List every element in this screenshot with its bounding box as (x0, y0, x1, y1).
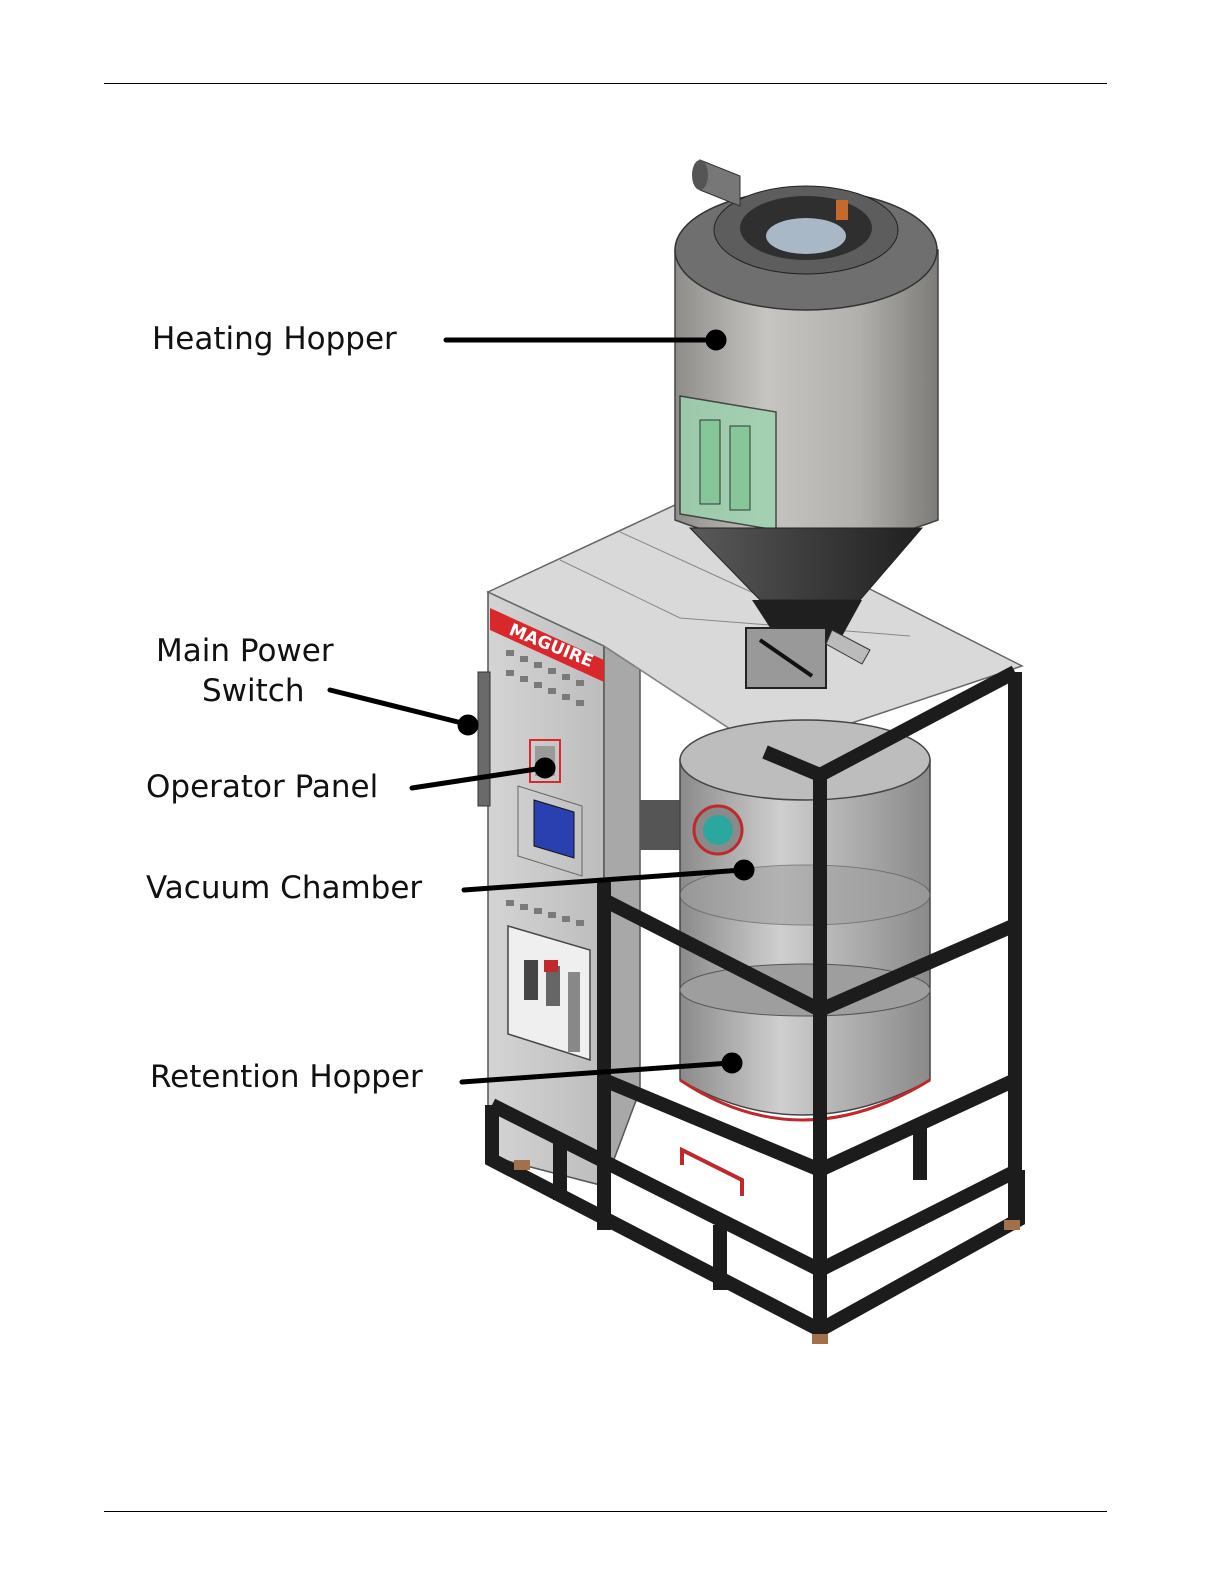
label-heating-hopper: Heating Hopper (152, 322, 397, 356)
label-retention-hopper: Retention Hopper (150, 1060, 423, 1094)
label-vacuum-chamber: Vacuum Chamber (146, 871, 422, 905)
callout-line: Operator Panel (146, 770, 378, 804)
callout-line: Vacuum Chamber (146, 871, 422, 905)
label-main-power-switch: Main Power Switch (156, 634, 356, 708)
callout-line: Switch (156, 674, 356, 708)
discharge-handle (682, 1150, 742, 1196)
vessel (680, 720, 930, 1120)
callout-line: Main Power (156, 634, 356, 668)
callout-line: Retention Hopper (150, 1060, 423, 1094)
feet (514, 1160, 1020, 1344)
callout-line: Heating Hopper (152, 322, 397, 356)
label-operator-panel: Operator Panel (146, 770, 378, 804)
